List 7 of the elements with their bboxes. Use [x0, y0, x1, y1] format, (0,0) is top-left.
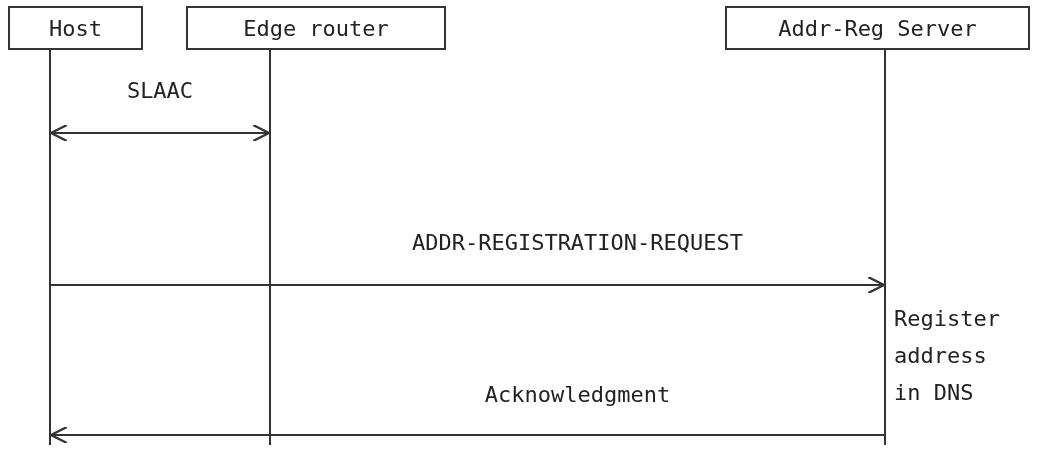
message-arrow [49, 425, 885, 445]
participant-box: Host [8, 6, 143, 50]
message-arrow [49, 123, 271, 143]
message-arrow [50, 275, 886, 295]
participant-box: Edge router [186, 6, 446, 50]
participant-box: Addr-Reg Server [725, 6, 1030, 50]
note-text: Register address in DNS [894, 305, 1001, 407]
